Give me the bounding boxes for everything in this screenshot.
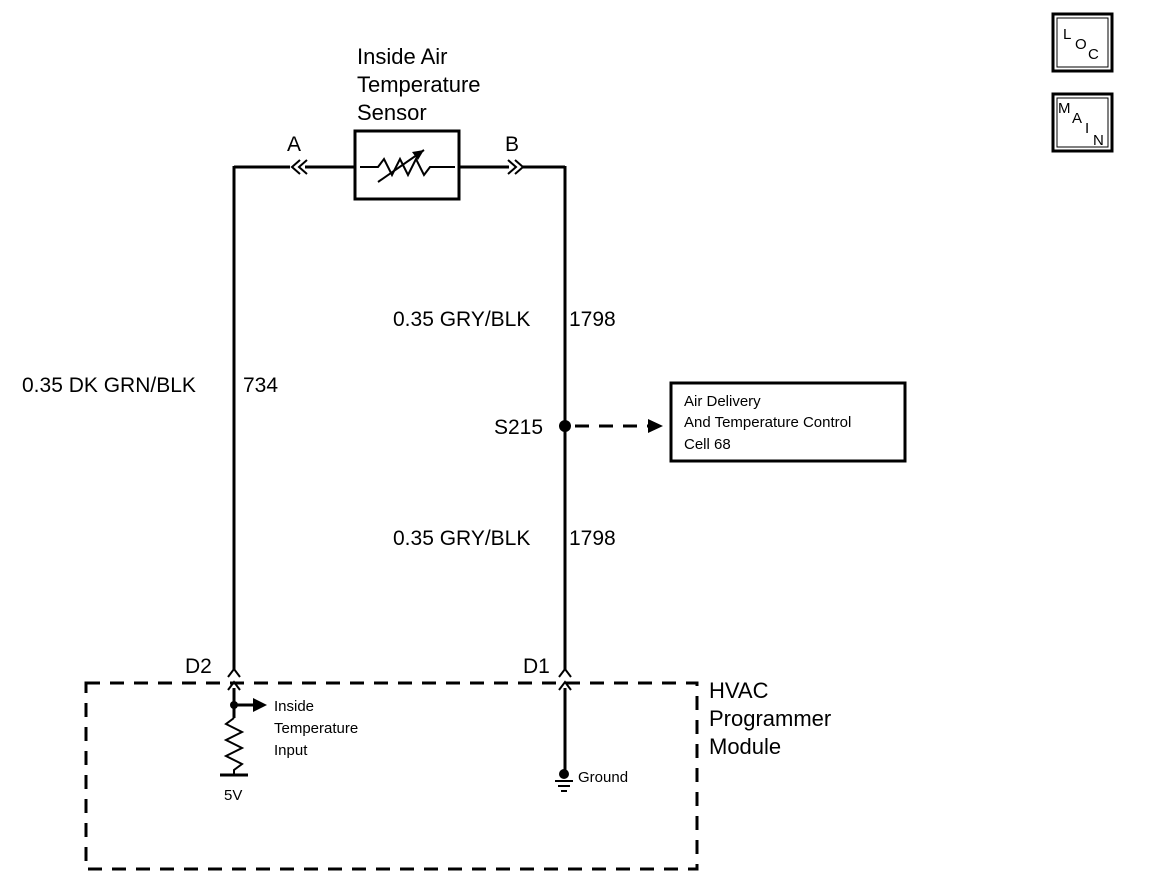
main-button-frame[interactable] — [1051, 92, 1114, 153]
connector-d1-upper — [558, 667, 572, 678]
wire-1798-upper-circuit: 1798 — [569, 308, 616, 331]
connector-a-symbol-outer — [290, 159, 301, 175]
main-letter-2: A — [1072, 110, 1082, 127]
loc-letter-1: L — [1063, 26, 1071, 43]
main-button[interactable]: M A I N — [1051, 92, 1114, 153]
loc-button-frame[interactable] — [1051, 12, 1114, 73]
reference-line-2: And Temperature Control — [684, 414, 851, 431]
pullup-resistor-symbol — [223, 717, 245, 775]
module-title-line-2: Programmer — [709, 706, 831, 731]
input-label-line-1: Inside — [274, 698, 314, 715]
pin-b-label: B — [505, 133, 519, 156]
wire-1798-upper-gauge-color: 0.35 GRY/BLK — [393, 308, 530, 331]
sensor-title: Inside Air Temperature Sensor — [357, 44, 481, 125]
sensor-title-line-1: Inside Air — [357, 44, 448, 69]
module-title-line-1: HVAC — [709, 678, 769, 703]
reference-line-1: Air Delivery — [684, 393, 761, 410]
pin-d1-label: D1 — [523, 655, 550, 678]
splice-reference-arrow — [648, 419, 663, 433]
input-label-line-3: Input — [274, 742, 308, 759]
loc-letter-2: O — [1075, 36, 1087, 53]
reference-box-frame[interactable] — [669, 381, 907, 463]
hvac-module-boundary — [84, 681, 699, 871]
loc-letter-3: C — [1088, 46, 1099, 63]
reference-box[interactable]: Air Delivery And Temperature Control Cel… — [669, 381, 907, 463]
connector-d1-lower — [558, 680, 572, 691]
input-label-line-2: Temperature — [274, 720, 358, 737]
loc-button[interactable]: L O C — [1051, 12, 1114, 73]
main-letter-4: N — [1093, 132, 1104, 149]
thermistor-symbol — [360, 156, 455, 178]
wire-1798-lower-circuit: 1798 — [569, 527, 616, 550]
connector-b-symbol-outer — [507, 159, 518, 175]
ground-node — [559, 769, 569, 779]
pin-d2-label: D2 — [185, 655, 212, 678]
thermistor-arrow-head — [412, 150, 424, 160]
wire-734-circuit: 734 — [243, 374, 278, 397]
ground-label: Ground — [578, 769, 628, 786]
module-title-line-3: Module — [709, 734, 781, 759]
input-arrow-head — [253, 698, 267, 712]
wire-734-gauge-color: 0.35 DK GRN/BLK — [22, 374, 196, 397]
sensor-box — [353, 129, 461, 201]
splice-s215-dot — [559, 420, 571, 432]
main-button-inner-frame — [1056, 97, 1109, 148]
main-letter-3: I — [1085, 120, 1089, 137]
connector-d2-upper — [227, 667, 241, 678]
wire-1798-lower-gauge-color: 0.35 GRY/BLK — [393, 527, 530, 550]
pin-a-label: A — [287, 133, 301, 156]
sensor-title-line-2: Temperature — [357, 72, 481, 97]
reference-line-3: Cell 68 — [684, 436, 731, 453]
connector-a-symbol-inner — [297, 159, 308, 175]
loc-button-inner-frame — [1056, 17, 1109, 68]
inside-air-temperature-sensor — [353, 129, 461, 201]
splice-s215-label: S215 — [494, 416, 543, 439]
supply-5v-label: 5V — [224, 787, 242, 804]
sensor-title-line-3: Sensor — [357, 100, 427, 125]
main-letter-1: M — [1058, 100, 1071, 117]
